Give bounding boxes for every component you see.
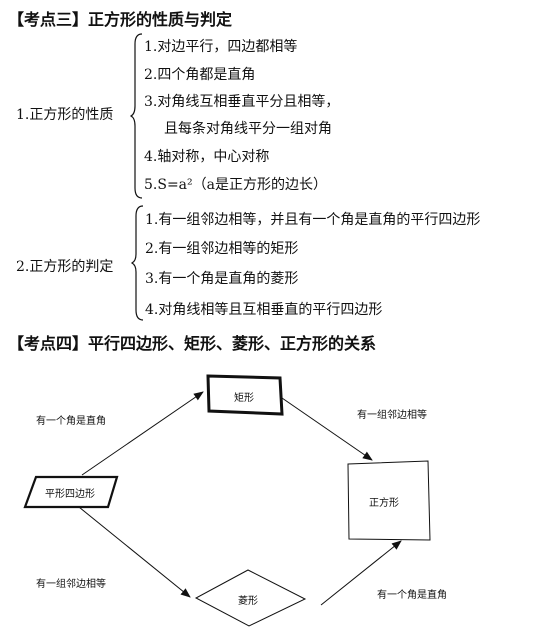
property-item-4: 4.轴对称，中心对称 [144,149,270,165]
judgement-label: 2.正方形的判定 [16,259,114,275]
edge-label-para-rect: 有一个角是直角 [36,416,106,427]
edge-label-rect-square: 有一组邻边相等 [357,410,427,421]
edge-label-para-rhombus: 有一组邻边相等 [36,579,106,590]
judgement-item-2: 2.有一组邻边相等的矩形 [145,241,299,257]
judgement-item-3: 3.有一个角是直角的菱形 [145,271,299,287]
rhombus-node [194,569,307,627]
square-label: 正方形 [369,498,399,509]
relationship-diagram [23,374,431,627]
property-item-2: 2.四个角都是直角 [144,67,256,83]
parallelogram-node [23,475,119,509]
section3-heading: 【考点三】正方形的性质与判定 [8,10,233,29]
arrow-parallelogram-to-rhombus [73,502,191,598]
properties-label: 1.正方形的性质 [16,107,114,123]
judgement-item-4: 4.对角线相等且互相垂直的平行四边形 [145,302,383,318]
rectangle-label: 矩形 [234,393,254,404]
arrow-rhombus-to-square [320,540,402,606]
rectangle-node [206,374,284,416]
parallelogram-label: 平形四边形 [45,489,95,500]
property-item-1: 1.对边平行，四边都相等 [144,39,298,55]
arrow-parallelogram-to-rectangle [81,391,204,476]
property-item-3-cont: 且每条对角线平分一组对角 [164,121,332,137]
rhombus-label: 菱形 [238,596,258,607]
edge-label-rhombus-square: 有一个角是直角 [377,590,447,601]
judgement-brace [131,205,144,321]
judgement-item-1: 1.有一组邻边相等，并且有一个角是直角的平行四边形 [145,212,481,228]
section4-heading: 【考点四】平行四边形、矩形、菱形、正方形的关系 [8,334,377,353]
property-item-3: 3.对角线互相垂直平分且相等， [144,94,340,110]
properties-brace [130,33,143,199]
property-item-5: 5.S=a²（a是正方形的边长） [144,177,327,193]
arrow-rectangle-to-square [281,397,373,461]
square-node [347,460,431,541]
